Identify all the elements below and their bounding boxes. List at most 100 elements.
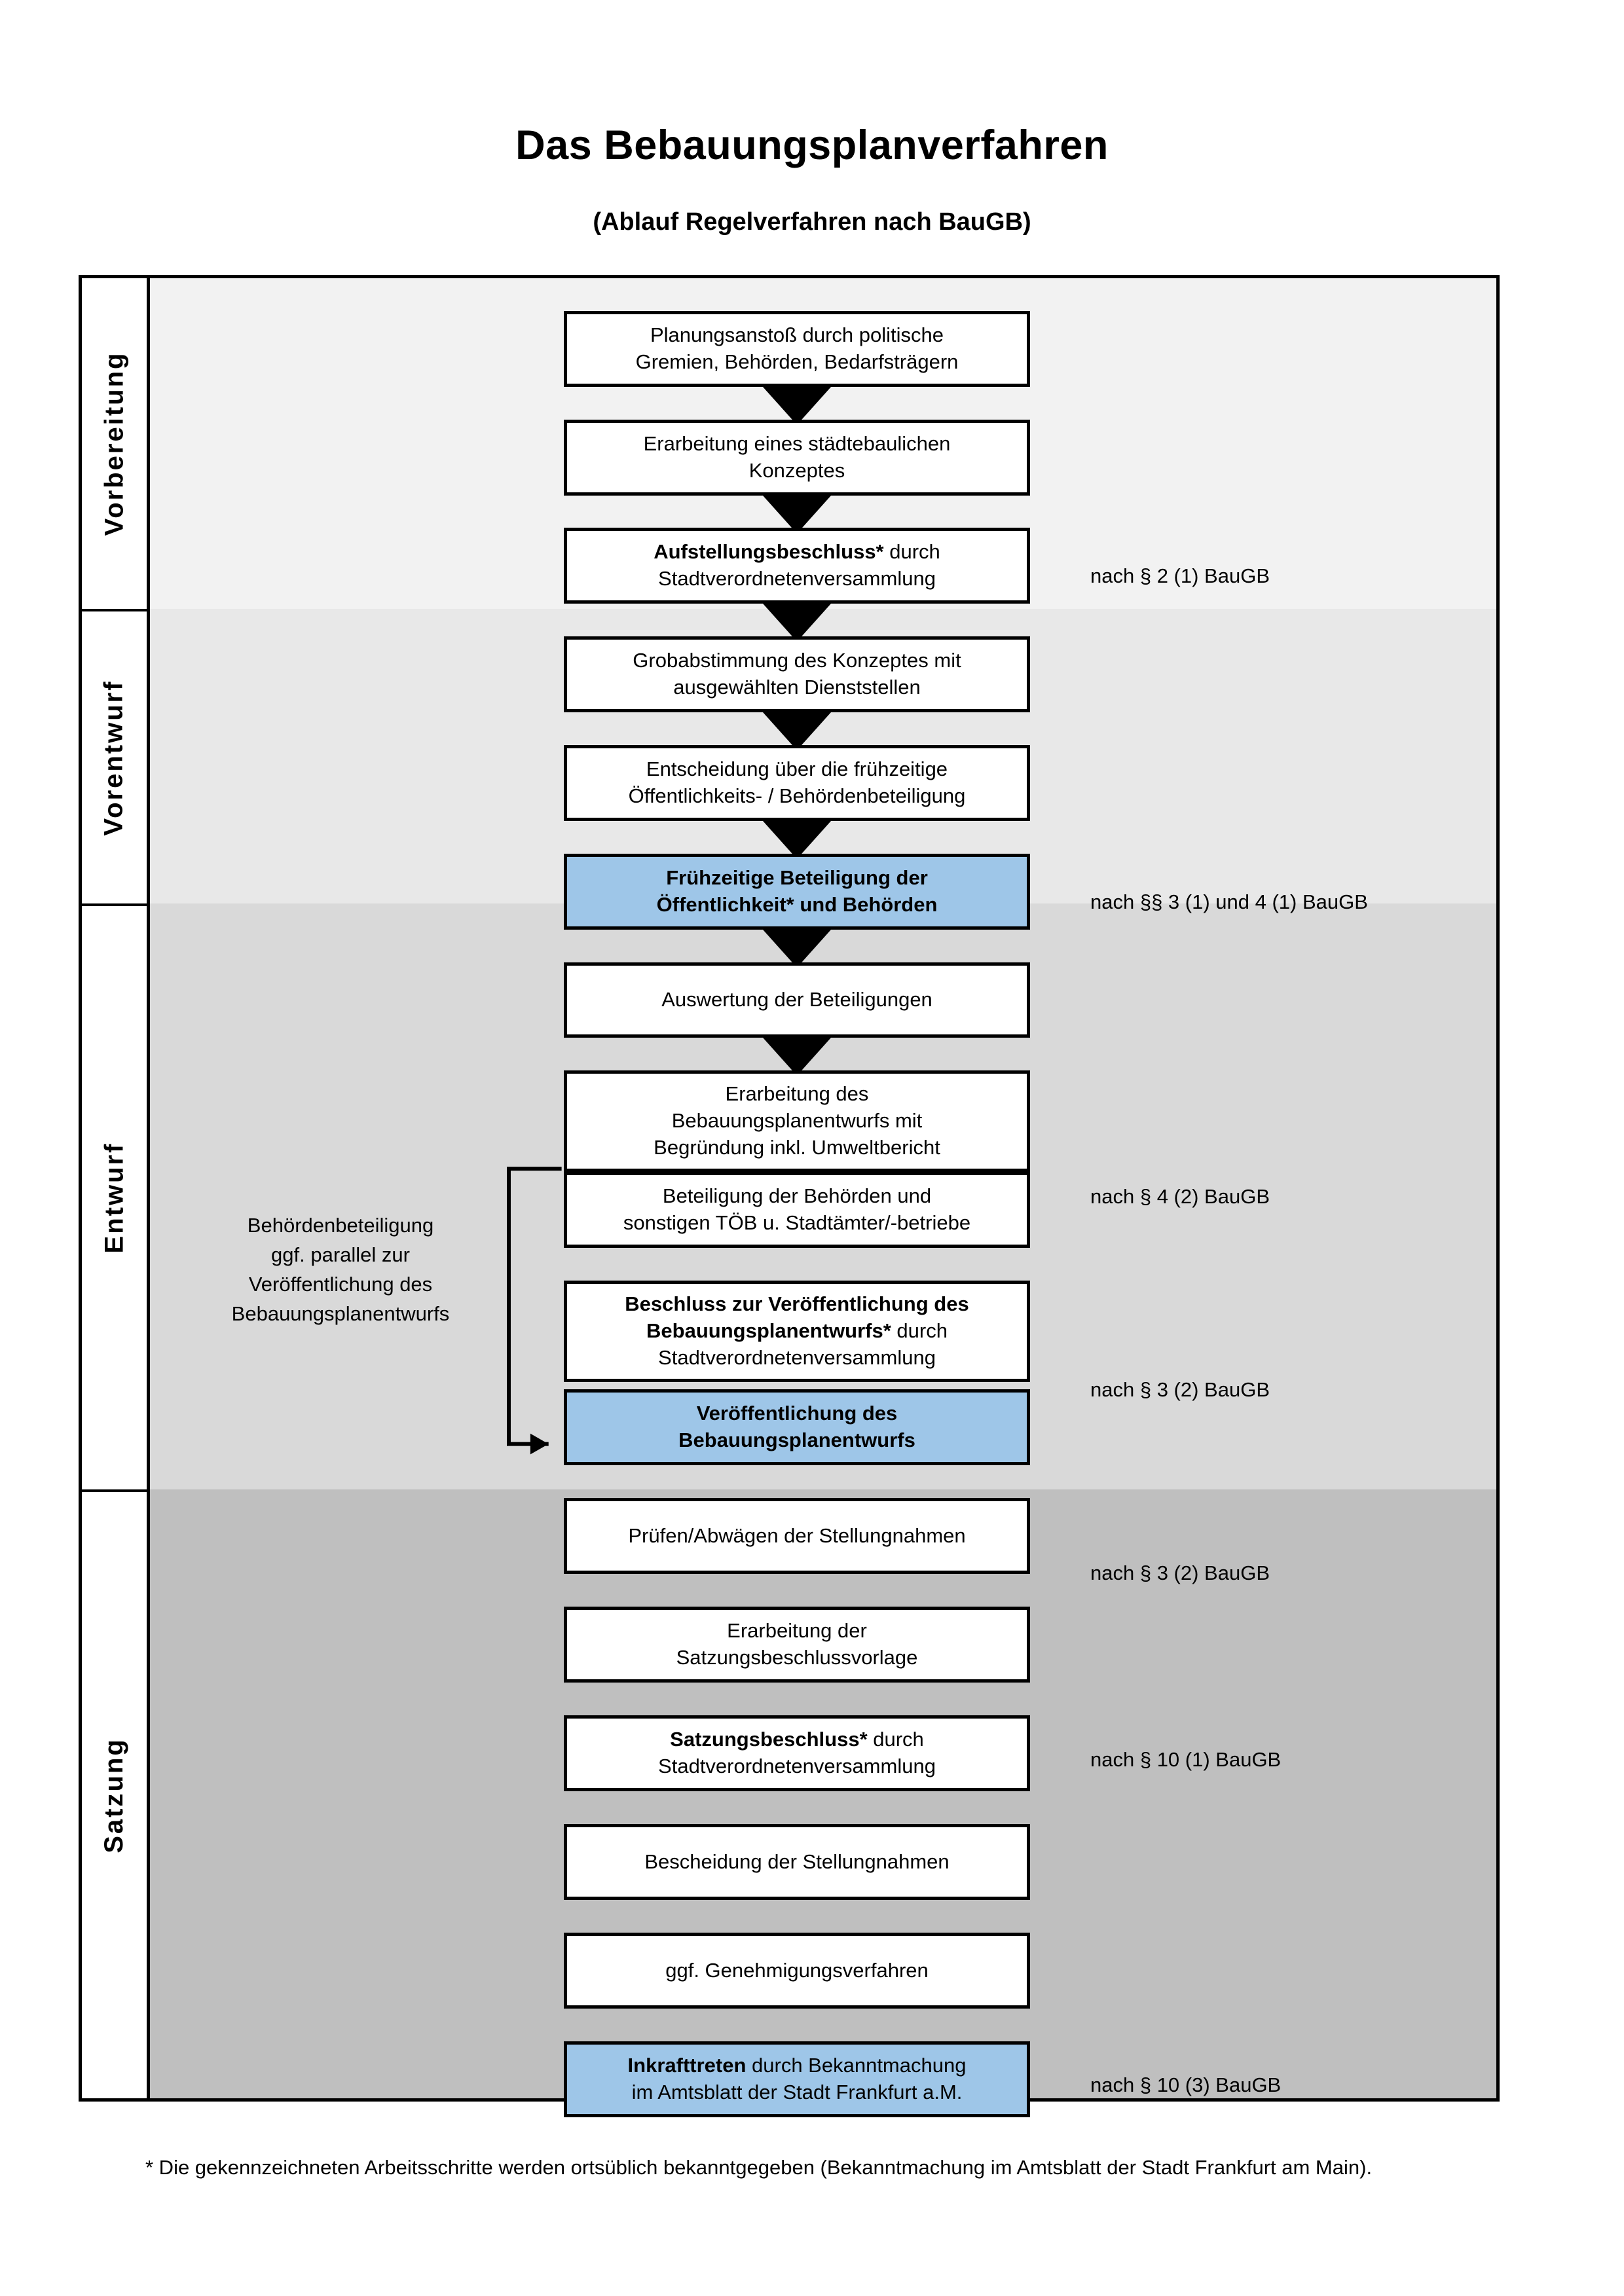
phase-label-text: Vorbereitung [100,351,128,536]
step-box-text: Bescheidung der Stellungnahmen [644,1849,949,1876]
phase-label-vorbereitung: Vorbereitung [82,278,147,609]
step-box-grobabstimmung[interactable]: Grobabstimmung des Konzeptes mit ausgewäh… [564,636,1030,712]
step-text-line: Stadtverordnetenversammlung [658,567,936,590]
step-text-line: Bescheidung der Stellungnahmen [644,1850,950,1873]
legal-ref-par3-1: nach §§ 3 (1) und 4 (1) BauGB [1090,890,1368,913]
step-text-line: Begründung inkl. Umweltbericht [654,1135,940,1159]
step-text-line: Prüfen/Abwägen der Stellungnahmen [628,1523,966,1547]
step-text-emphasis: Beschluss zur Veröffentlichung des [625,1292,969,1316]
step-text-line: Konzeptes [748,459,845,482]
step-text-line: Entscheidung über die frühzeitige [646,757,948,781]
step-text-emphasis: Frühzeitige Beteiligung der [666,866,928,890]
flow-arrow [763,1038,831,1076]
phase-label-text: Satzung [100,1737,129,1853]
flow-arrow [763,821,831,859]
footnote-text: * Die gekennzeichneten Arbeitsschritte w… [145,2156,1373,2179]
flow-arrow [763,712,831,750]
step-text-emphasis: Veröffentlichung des [696,1402,898,1425]
legal-ref-par2: nach § 2 (1) BauGB [1090,564,1270,587]
step-text-line: Bebauungsplanentwurfs mit [671,1109,923,1133]
step-text-line: Frühzeitige Beteiligung der [657,865,938,892]
step-text-line: Inkrafttreten durch Bekanntmachung [627,2054,967,2077]
step-text-line: Bebauungsplanentwurfs [678,1427,915,1454]
flow-arrow [763,496,831,534]
side-note-line: ggf. parallel zur [271,1243,410,1266]
step-box-text: Grobabstimmung des Konzeptes mit ausgewäh… [633,647,961,701]
step-text-line: ggf. Genehmigungsverfahren [665,1958,929,1982]
step-box-genehmigungsverfahren[interactable]: ggf. Genehmigungsverfahren [564,1933,1030,2009]
step-text-emphasis: Bebauungsplanentwurfs* [646,1319,891,1343]
step-text-emphasis: Satzungsbeschluss* [670,1728,868,1751]
step-text-emphasis: Bebauungsplanentwurfs [678,1429,915,1451]
step-box-inkrafttreten[interactable]: Inkrafttreten durch Bekanntmachung im Amt… [564,2041,1030,2117]
legal-ref-par10-1: nach § 10 (1) BauGB [1090,1748,1282,1771]
legal-ref-par3-2b: nach § 3 (2) BauGB [1090,1561,1270,1584]
flow-arrow [763,387,831,425]
step-text-line: ausgewählten Dienststellen [673,676,921,699]
step-text-line: Öffentlichkeit* und Behörden [657,892,938,919]
phase-label-entwurf: Entwurf [82,903,147,1489]
page-subtitle: (Ablauf Regelverfahren nach BauGB) [593,208,1031,236]
phase-label-vorentwurf: Vorentwurf [82,609,147,903]
flow-arrow [763,930,831,968]
step-text-line: Aufstellungsbeschluss* durch [654,540,940,564]
step-box-text: Inkrafttreten durch Bekanntmachung im Amt… [628,2052,967,2106]
step-text-line: Satzungsbeschlussvorlage [676,1646,918,1669]
step-text-line: Bebauungsplanentwurfs* durch [646,1319,948,1343]
step-text-line: Erarbeitung der [727,1619,867,1643]
legal-ref-par10-3: nach § 10 (3) BauGB [1090,2073,1282,2096]
step-text-emphasis: Öffentlichkeit* und Behörden [656,893,938,916]
page-title: Das Bebauungsplanverfahren [515,122,1109,168]
process-diagram-frame: Vorbereitung Vorentwurf Entwurf Satzung … [79,275,1500,2117]
step-text-line: Gremien, Behörden, Bedarfsträgern [635,350,959,373]
step-text-line: Auswertung der Beteiligungen [661,988,932,1011]
step-box-pruefen-abwaegen[interactable]: Prüfen/Abwägen der Stellungnahmen [564,1498,1030,1574]
step-text-line: Satzungsbeschluss* durch [670,1728,924,1751]
step-text-line: Erarbeitung des [725,1082,869,1106]
step-box-bescheidung[interactable]: Bescheidung der Stellungnahmen [564,1824,1030,1900]
step-text-line: Veröffentlichung des [678,1400,915,1427]
step-text-line: Beteiligung der Behörden und [662,1184,932,1208]
legal-ref-par3-2a: nach § 3 (2) BauGB [1090,1378,1270,1401]
step-box-text: Beteiligung der Behörden und sonstigen TÖ… [623,1183,970,1237]
side-note-line: Bebauungsplanentwurfs [231,1302,450,1325]
side-note-line: Behördenbeteiligung [247,1214,434,1237]
step-text-line: Stadtverordnetenversammlung [658,1345,936,1369]
step-box-text: ggf. Genehmigungsverfahren [665,1958,929,1984]
step-box-beteiligung-behoerden[interactable]: Beteiligung der Behörden und sonstigen TÖ… [564,1172,1030,1248]
step-text-line: im Amtsblatt der Stadt Frankfurt a.M. [631,2081,963,2104]
step-box-text: Prüfen/Abwägen der Stellungnahmen [628,1523,965,1550]
step-text-emphasis: Inkrafttreten [627,2054,747,2077]
step-text-line: Grobabstimmung des Konzeptes mit [633,649,961,672]
phase-label-column: Vorbereitung Vorentwurf Entwurf Satzung [82,278,150,2098]
phase-label-text: Entwurf [100,1142,128,1254]
phase-label-text: Vorentwurf [100,679,128,836]
step-text-line: Öffentlichkeits- / Behördenbeteiligung [628,784,966,807]
legal-ref-par4-2: nach § 4 (2) BauGB [1090,1185,1270,1208]
step-box-auswertung[interactable]: Auswertung der Beteiligungen [564,962,1030,1038]
step-text-line: Planungsanstoß durch politische [650,323,944,347]
step-text-emphasis: Aufstellungsbeschluss* [654,540,884,564]
step-text-line: sonstigen TÖB u. Stadtämter/-betriebe [623,1211,971,1234]
